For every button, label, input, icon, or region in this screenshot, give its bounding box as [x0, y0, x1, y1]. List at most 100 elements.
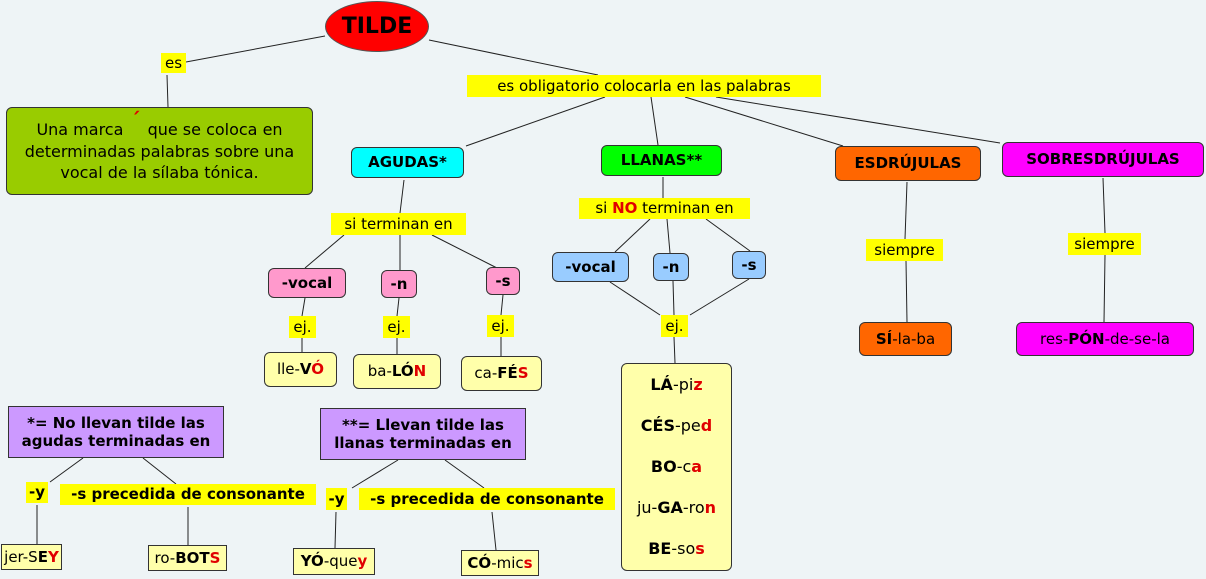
node-siempre-2[interactable]: siempre: [1068, 233, 1141, 255]
example-word: BO-ca: [651, 457, 702, 477]
text-segment: **= Llevan tilde las llanas terminadas e…: [334, 416, 512, 452]
node-text: ej.: [293, 318, 311, 337]
connector-line: [334, 511, 337, 549]
connector-line: [614, 218, 651, 253]
text-segment: si terminan en: [344, 214, 453, 233]
node-text: ESDRÚJULAS: [855, 154, 962, 173]
text-segment: CÉS: [640, 415, 675, 435]
node-text: -n: [391, 275, 408, 294]
node-text: ej.: [387, 318, 405, 337]
node-ag-s[interactable]: -s: [486, 267, 520, 295]
node-note-llanas[interactable]: **= Llevan tilde las llanas terminadas e…: [320, 408, 526, 460]
text-segment: -de-se-la: [1104, 329, 1170, 348]
node-text: *= No llevan tilde las agudas terminadas…: [9, 414, 223, 450]
node-s-prec-2[interactable]: -s precedida de consonante: [359, 488, 615, 510]
node-text: **= Llevan tilde las llanas terminadas e…: [321, 416, 525, 452]
node-llanas[interactable]: LLANAS**: [601, 145, 722, 176]
node-tilde[interactable]: TILDE: [325, 1, 429, 52]
connector-line: [609, 281, 661, 316]
node-si-terminan[interactable]: si terminan en: [331, 213, 466, 235]
node-cafes[interactable]: ca-FÉS: [461, 356, 542, 391]
node-y-1[interactable]: -y: [26, 482, 48, 503]
node-esdrujulas[interactable]: ESDRÚJULAS: [835, 146, 981, 181]
text-segment: ju-: [636, 498, 658, 518]
connector-line: [142, 457, 177, 485]
node-ll-n[interactable]: -n: [653, 253, 689, 281]
node-text: es: [165, 54, 182, 73]
node-obligatorio[interactable]: es obligatorio colocarla en las palabras: [467, 75, 821, 97]
node-balon[interactable]: ba-LÓN: [353, 354, 441, 389]
text-segment: a: [691, 456, 703, 476]
node-text: ca-FÉS: [474, 364, 528, 383]
node-silaba[interactable]: SÍ-la-ba: [859, 322, 952, 356]
node-llevo[interactable]: lle-VÓ: [264, 352, 337, 387]
connector-line: [166, 74, 169, 108]
node-text: jer-SEY: [4, 548, 59, 567]
connector-line: [351, 459, 399, 489]
node-text: siempre: [1074, 235, 1134, 254]
connector-line: [49, 457, 84, 483]
node-comics[interactable]: CÓ-mics: [461, 550, 539, 576]
node-note-agudas[interactable]: *= No llevan tilde las agudas terminadas…: [8, 406, 224, 458]
node-text: res-PÓN-de-se-la: [1040, 330, 1170, 349]
node-sobresdrujulas[interactable]: SOBRESDRÚJULAS: [1002, 142, 1204, 177]
node-ag-vocal[interactable]: -vocal: [268, 268, 346, 298]
node-robots[interactable]: ro-BOTS: [148, 545, 227, 571]
text-segment: SOBRESDRÚJULAS: [1026, 150, 1180, 169]
node-text: Una marca ´ que se coloca en determinada…: [7, 110, 312, 184]
node-text: ba-LÓN: [368, 362, 426, 381]
node-text: -y: [29, 483, 45, 502]
node-yoquey[interactable]: YÓ-quey: [293, 548, 375, 575]
node-jersey[interactable]: jer-SEY: [1, 544, 62, 570]
node-text: SOBRESDRÚJULAS: [1026, 150, 1180, 169]
node-text: -s: [495, 272, 510, 291]
text-segment: ´: [128, 110, 142, 139]
text-segment: ca-: [474, 364, 498, 383]
text-segment: si: [595, 199, 613, 218]
node-text: -vocal: [565, 258, 615, 277]
text-segment: siempre: [1074, 234, 1135, 253]
text-segment: AGUDAS*: [368, 153, 447, 172]
node-ej-2[interactable]: ej.: [383, 316, 410, 338]
node-text: TILDE: [342, 13, 413, 41]
node-si-no-terminan[interactable]: si NO terminan en: [579, 198, 750, 219]
node-agudas[interactable]: AGUDAS*: [351, 147, 464, 178]
accent-mark: ´: [130, 108, 141, 133]
text-segment: -s precedida de consonante: [71, 485, 305, 504]
node-ll-vocal[interactable]: -vocal: [552, 252, 629, 282]
text-segment: y: [357, 552, 368, 571]
node-ag-n[interactable]: -n: [381, 270, 417, 298]
node-siempre-1[interactable]: siempre: [866, 239, 943, 261]
text-segment: E: [37, 547, 48, 566]
text-segment: -y: [28, 483, 45, 502]
node-ej-1[interactable]: ej.: [289, 316, 316, 338]
node-ej-4[interactable]: ej.: [661, 315, 688, 337]
node-text: CÓ-mics: [467, 554, 532, 573]
node-definition[interactable]: Una marca ´ que se coloca en determinada…: [6, 107, 313, 195]
node-ej-3[interactable]: ej.: [487, 315, 514, 337]
text-segment: -y: [328, 489, 345, 508]
text-segment: Y: [47, 547, 59, 566]
node-text: YÓ-quey: [301, 552, 368, 571]
connector-line: [715, 96, 1001, 144]
text-segment: CÓ: [467, 553, 492, 572]
node-es[interactable]: es: [161, 53, 186, 73]
node-text: -n: [663, 258, 680, 277]
text-segment: LÓ: [391, 362, 414, 381]
node-text: -s precedida de consonante: [71, 485, 305, 504]
text-segment: TILDE: [341, 13, 413, 39]
connector-line: [396, 297, 400, 317]
node-ll-s[interactable]: -s: [732, 251, 766, 279]
text-segment: -pe: [674, 415, 701, 435]
node-responde[interactable]: res-PÓN-de-se-la: [1016, 322, 1194, 356]
node-text: ej.: [491, 317, 509, 336]
node-y-2[interactable]: -y: [326, 488, 347, 510]
text-segment: YÓ: [300, 552, 324, 571]
text-segment: n: [704, 498, 717, 518]
text-segment: -c: [676, 456, 692, 476]
connector-line: [491, 511, 497, 551]
connector-line: [428, 39, 599, 76]
text-segment: -n: [390, 274, 408, 293]
node-s-prec-1[interactable]: -s precedida de consonante: [60, 484, 316, 505]
